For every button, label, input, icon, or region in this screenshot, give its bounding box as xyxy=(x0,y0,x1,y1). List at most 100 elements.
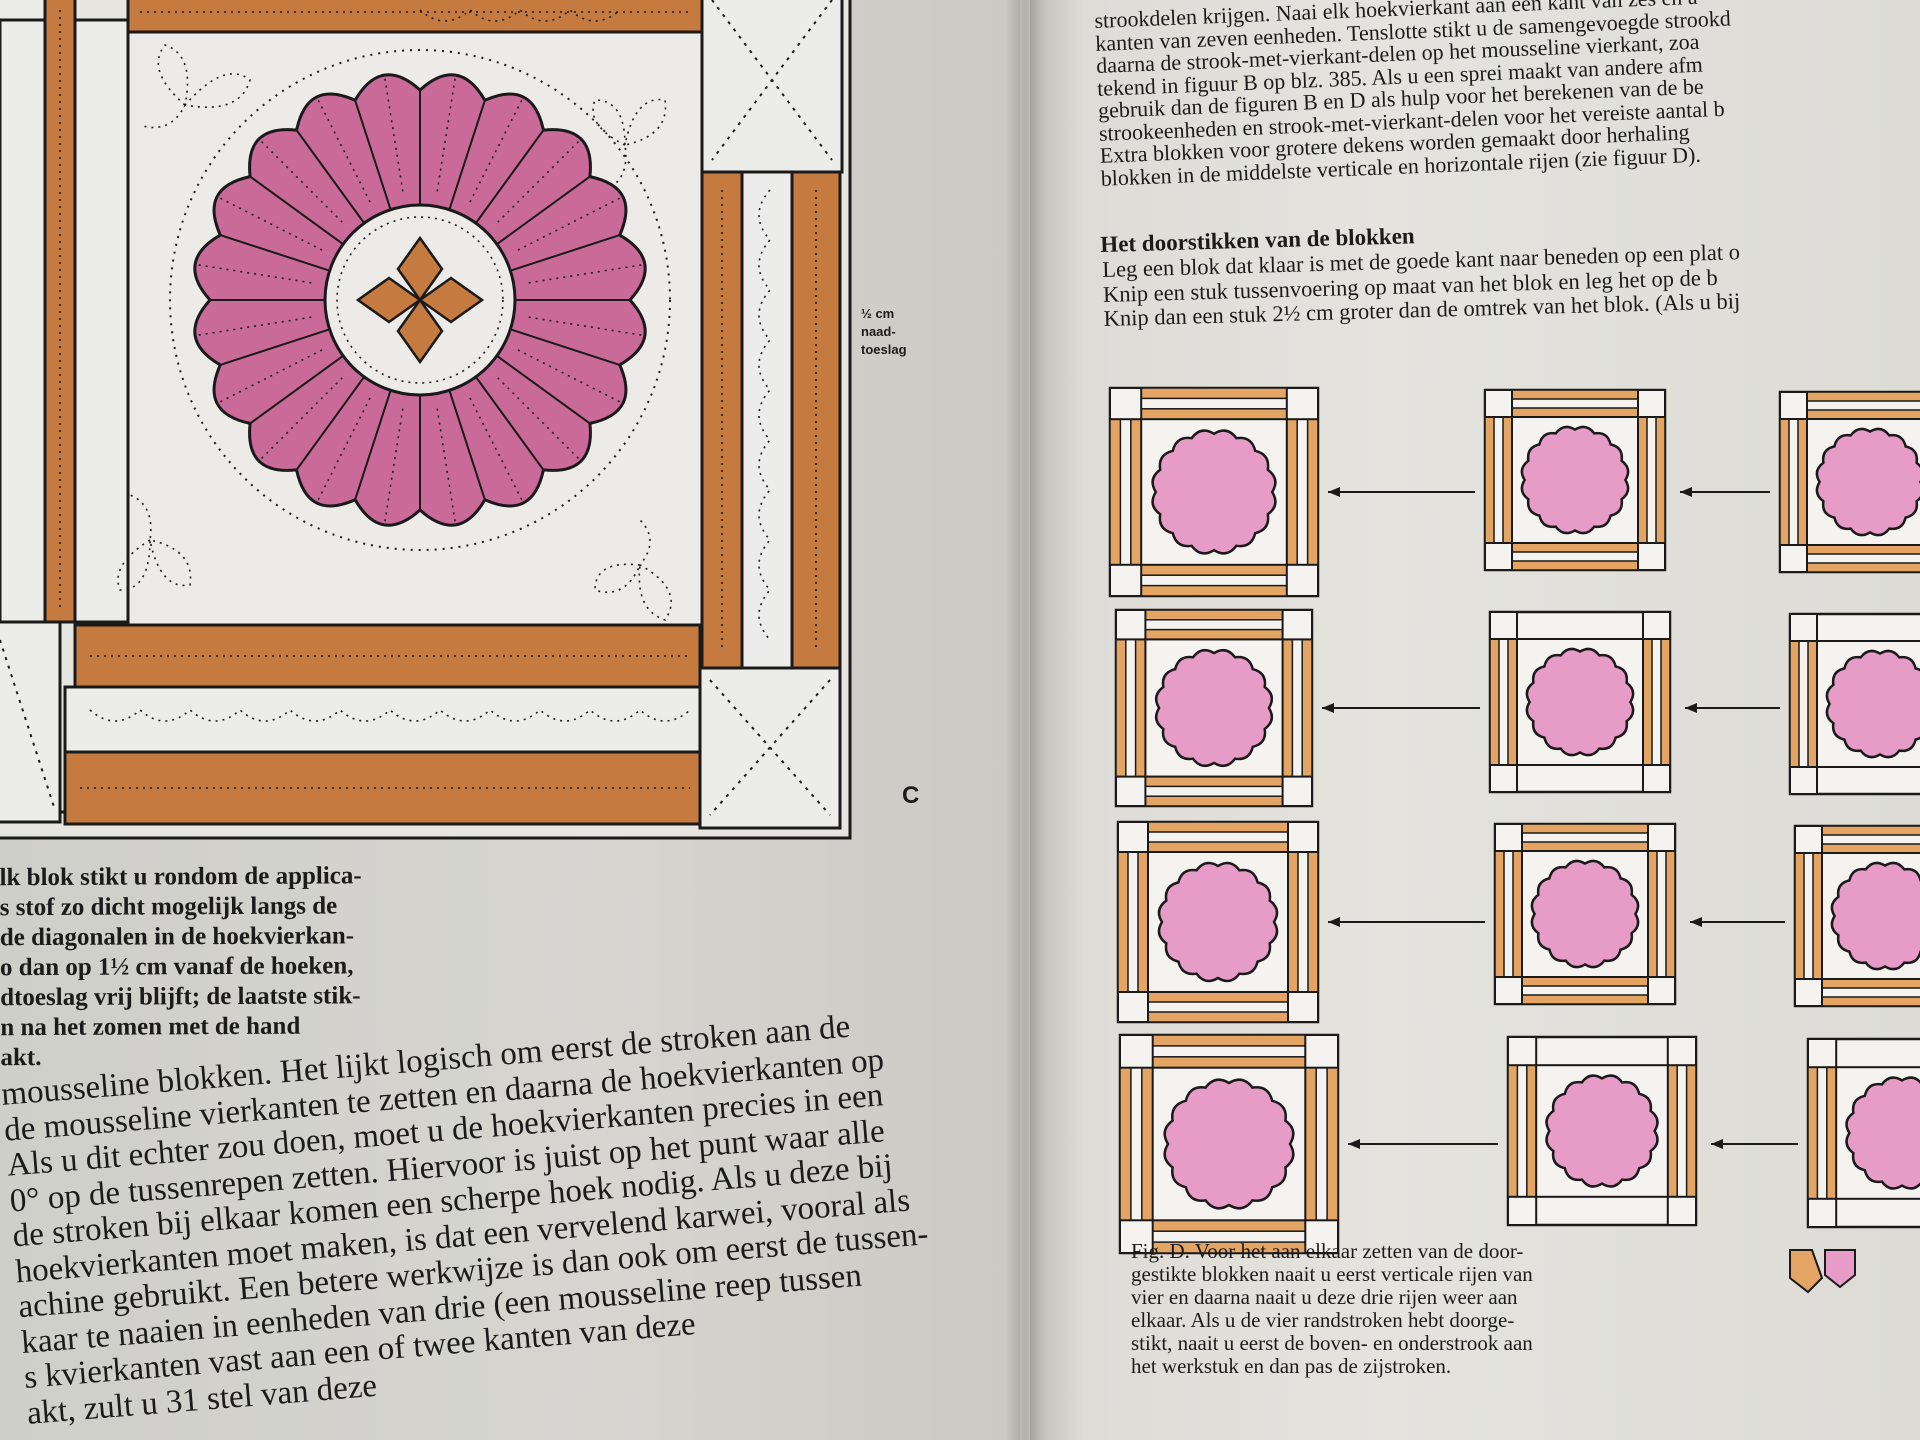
petal-seam xyxy=(295,376,365,471)
petal-quilting-line xyxy=(260,140,343,223)
petal-seam xyxy=(354,99,392,210)
petal-quilting-line xyxy=(528,316,643,336)
flower-circle xyxy=(1815,427,1920,537)
petal-seam xyxy=(219,234,330,272)
strip xyxy=(1511,389,1639,400)
corner-square xyxy=(1109,563,1143,598)
strip xyxy=(1521,994,1649,1005)
corner-square xyxy=(1115,775,1147,808)
strip xyxy=(1140,584,1288,597)
corner-square-top-left xyxy=(0,0,47,22)
arrow-head xyxy=(1322,703,1334,713)
figure-c-quilt-block xyxy=(0,0,852,840)
corner-square xyxy=(1642,611,1671,640)
arrow-head xyxy=(1348,1139,1360,1149)
strip xyxy=(1326,1066,1339,1222)
corner-square xyxy=(1281,775,1314,808)
arrow-head xyxy=(1328,917,1340,927)
strip xyxy=(1806,562,1920,573)
strip xyxy=(1306,418,1319,566)
petal-seam xyxy=(496,355,591,425)
petal-quilting-line xyxy=(197,316,312,336)
petal-quilting-line xyxy=(384,77,404,192)
petal-quilting-line xyxy=(469,99,523,203)
caption-line: vier en daarna naait u deze drie rijen w… xyxy=(1131,1285,1518,1309)
corner-square xyxy=(1489,764,1518,793)
center-square xyxy=(1835,1066,1920,1200)
strip xyxy=(1797,418,1808,546)
flower-circle xyxy=(1163,1078,1295,1210)
corner-square-bottom-left xyxy=(0,620,62,824)
strip xyxy=(1821,996,1920,1007)
corner-square xyxy=(1637,389,1666,418)
corner-square xyxy=(1484,542,1513,571)
strip xyxy=(1521,823,1649,834)
flower-circle xyxy=(1825,649,1920,759)
figure-c-label: C xyxy=(902,782,920,809)
strip xyxy=(1812,852,1823,980)
quilt-block xyxy=(1108,386,1320,598)
corner-square xyxy=(1642,764,1671,793)
strip xyxy=(1147,841,1289,853)
flower-quilting-outline xyxy=(169,49,671,551)
petal-quilting-line xyxy=(317,99,371,203)
strip xyxy=(1502,416,1513,544)
petal-quilting-line xyxy=(497,377,580,460)
petal-quilting-line xyxy=(219,197,323,251)
flower-circle xyxy=(1830,861,1920,971)
strip xyxy=(1144,775,1284,788)
corner-square xyxy=(1779,391,1808,420)
flower-applique xyxy=(169,49,671,551)
corner-square xyxy=(1119,1034,1154,1069)
corner-square xyxy=(1789,613,1818,642)
petal-seam xyxy=(496,175,591,245)
flower-circle xyxy=(1154,648,1274,768)
petal-quilting-line xyxy=(219,349,323,403)
corner-square xyxy=(1794,825,1823,854)
strip xyxy=(1489,638,1500,766)
quilt-block xyxy=(1483,388,1667,572)
strip xyxy=(1141,1066,1154,1222)
strip xyxy=(1647,850,1658,978)
center-square xyxy=(1144,638,1284,778)
caption-line: stikt, naait u eerst de boven- en onders… xyxy=(1131,1331,1533,1355)
center-square xyxy=(1516,638,1644,766)
strip xyxy=(1637,416,1648,544)
arrow-head xyxy=(1685,703,1697,713)
strip xyxy=(1151,1219,1307,1232)
petal-quilting-line xyxy=(197,264,312,284)
strip xyxy=(1794,852,1805,980)
strip xyxy=(1807,1066,1819,1200)
strip xyxy=(1494,850,1505,978)
caption-line: de diagonalen in de hoekvierkan- xyxy=(0,922,355,952)
strip xyxy=(1655,416,1666,544)
strip xyxy=(1807,640,1818,768)
strip xyxy=(1660,638,1671,766)
arrow-head xyxy=(1328,487,1340,497)
strip xyxy=(1526,1064,1537,1198)
flower-circle xyxy=(1845,1076,1920,1190)
strip xyxy=(1821,843,1920,854)
arrow-head xyxy=(1711,1139,1723,1149)
strip xyxy=(1117,851,1129,993)
strip xyxy=(1512,850,1523,978)
caption-line: lk blok stikt u rondom de applica- xyxy=(0,862,362,892)
caption-line: elkaar. Als u de vier randstroken hebt d… xyxy=(1131,1308,1515,1332)
corner-square xyxy=(1117,991,1149,1023)
strip xyxy=(1287,851,1299,993)
corner-square xyxy=(1117,821,1149,853)
strip xyxy=(1151,1056,1307,1069)
arrow-head xyxy=(1680,487,1692,497)
corner-square xyxy=(1507,1195,1538,1226)
center-square xyxy=(1806,418,1920,546)
strip xyxy=(1115,638,1127,778)
right-intro-text: strookdelen krijgen. Naai elk hoekvierka… xyxy=(1094,0,1920,190)
center-quilting-line xyxy=(336,216,504,384)
strip xyxy=(1507,638,1518,766)
strip xyxy=(1151,1034,1307,1047)
strip xyxy=(1511,542,1639,553)
caption-line: s stof zo dicht mogelijk langs de xyxy=(0,892,338,922)
quilt-block xyxy=(1116,820,1320,1024)
strip xyxy=(1521,976,1649,987)
strip xyxy=(1511,560,1639,571)
